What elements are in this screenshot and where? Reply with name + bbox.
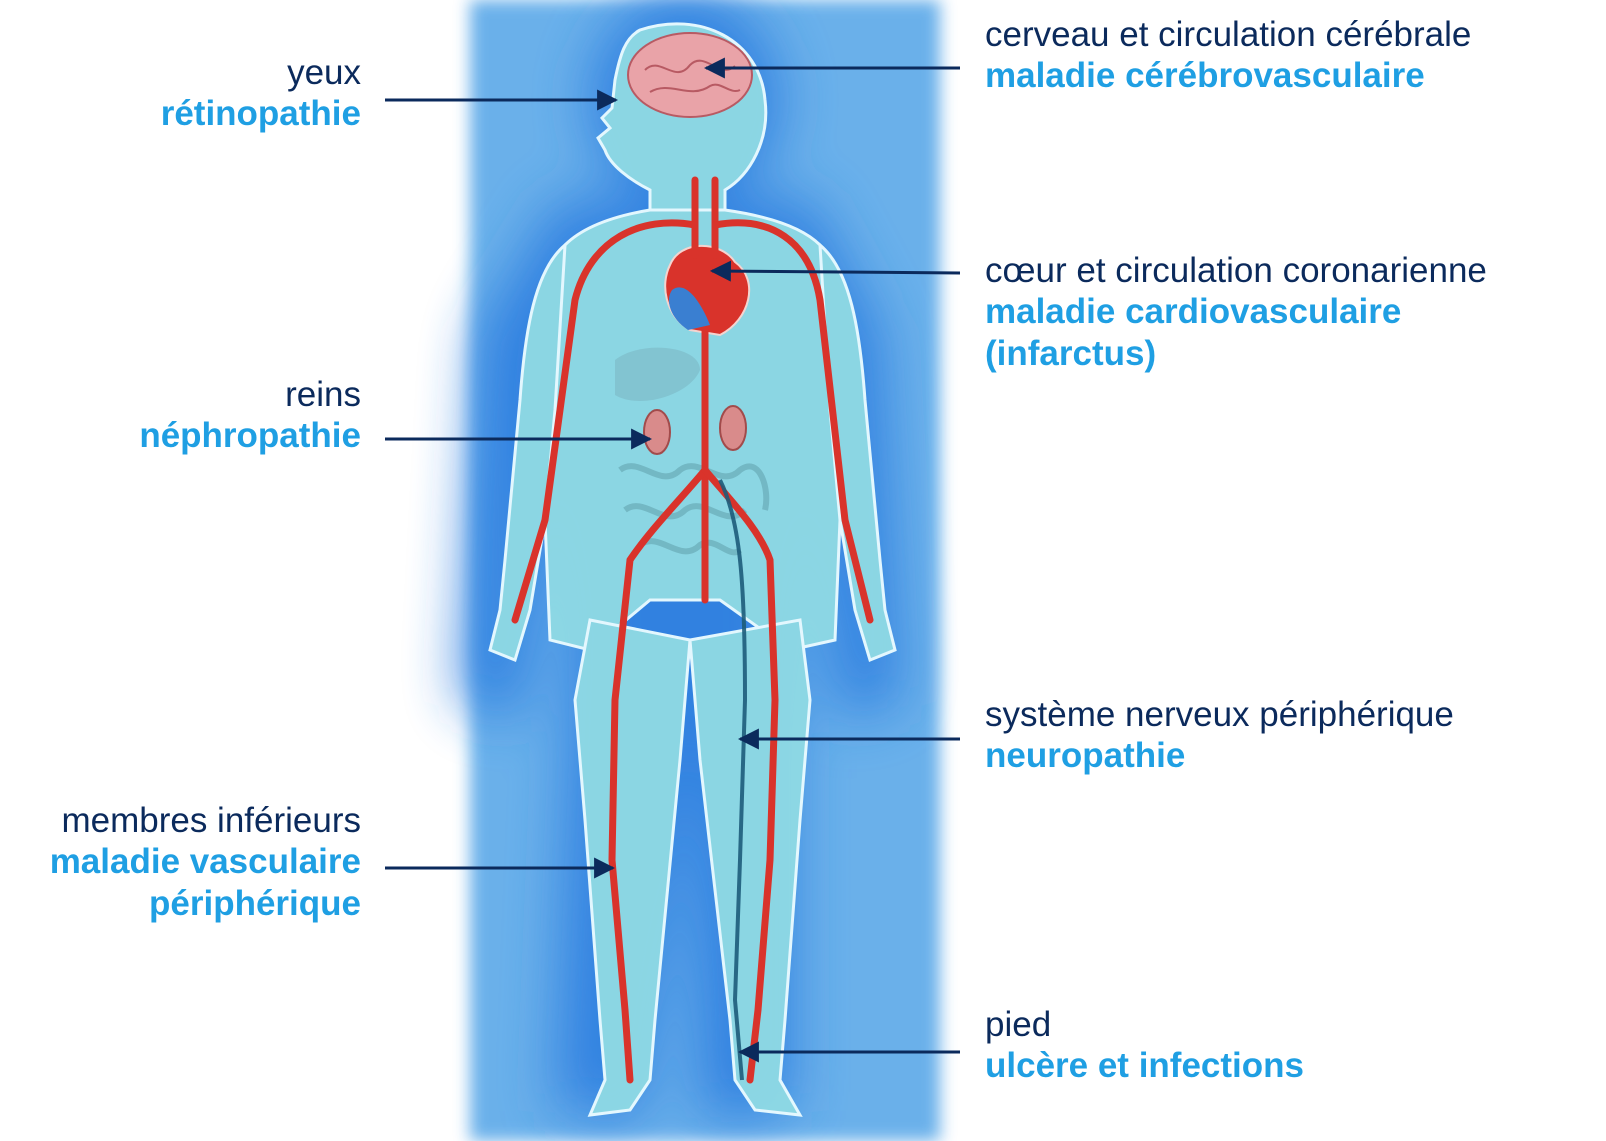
label-nerves-organ: système nerveux périphérique [985,694,1454,735]
label-limbs-organ: membres inférieurs [50,800,361,841]
label-heart-disease-2: (infarctus) [985,333,1487,374]
label-eyes-disease: rétinopathie [161,93,361,134]
label-limbs: membres inférieurs maladie vasculaire pé… [50,800,361,924]
arrow-heart [712,271,960,273]
label-foot-organ: pied [985,1004,1304,1045]
label-eyes-organ: yeux [161,52,361,93]
label-heart-disease-1: maladie cardiovasculaire [985,291,1487,332]
label-heart-organ: cœur et circulation coronarienne [985,250,1487,291]
label-nerves-disease: neuropathie [985,735,1454,776]
label-brain-organ: cerveau et circulation cérébrale [985,14,1471,55]
label-foot: pied ulcère et infections [985,1004,1304,1087]
brain [628,33,752,117]
label-limbs-disease-1: maladie vasculaire [50,841,361,882]
label-brain: cerveau et circulation cérébrale maladie… [985,14,1471,97]
label-eyes: yeux rétinopathie [161,52,361,135]
label-heart: cœur et circulation coronarienne maladie… [985,250,1487,374]
label-limbs-disease-2: périphérique [50,883,361,924]
label-foot-disease: ulcère et infections [985,1045,1304,1086]
label-brain-disease: maladie cérébrovasculaire [985,55,1471,96]
label-kidneys-organ: reins [139,374,361,415]
label-kidneys-disease: néphropathie [139,415,361,456]
label-kidneys: reins néphropathie [139,374,361,457]
label-nerves: système nerveux périphérique neuropathie [985,694,1454,777]
